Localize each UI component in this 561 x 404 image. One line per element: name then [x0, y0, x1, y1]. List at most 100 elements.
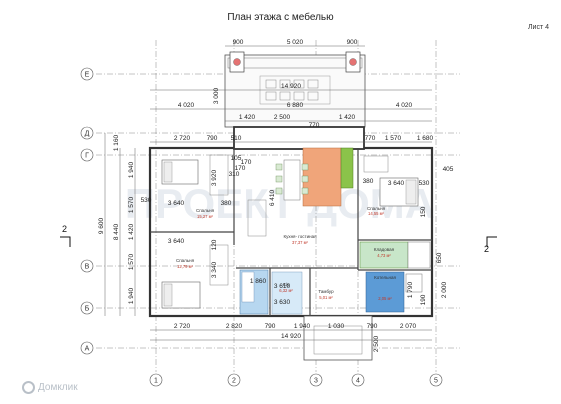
room-area-bedroom-1: 15,27 м² — [197, 214, 214, 219]
sheet-number: Лист 4 — [527, 24, 549, 31]
inner-dim: 3 640 — [168, 200, 185, 207]
inner-dim: 6 410 — [269, 189, 276, 206]
inner-dim: 650 — [436, 252, 443, 263]
inner-dim: 120 — [211, 239, 218, 250]
dim-left-1: 1 940 — [128, 161, 135, 178]
inner-dim: 310 — [229, 171, 240, 178]
inner-dim: 3 920 — [211, 169, 218, 186]
house-walls — [148, 126, 434, 318]
inner-dim: 150 — [420, 206, 427, 217]
row-label-a: А — [85, 346, 90, 353]
dim-bottom-a: 2 720 — [174, 323, 191, 330]
dim-top4-a: 1 420 — [239, 114, 256, 121]
dim-top3-b: 6 880 — [287, 102, 304, 109]
dim-top5-f: 1 680 — [417, 135, 434, 142]
logo-ring-icon — [22, 381, 35, 394]
room-name-storage: Кладовая — [374, 247, 395, 252]
boiler-room — [365, 271, 423, 313]
inner-dim: 105 — [231, 155, 242, 162]
room-name-bedroom-1: Спальня — [196, 208, 215, 213]
dim-left-b: 8 440 — [113, 223, 120, 240]
room-name-kitchen: Кухня- гостиная — [283, 234, 317, 239]
inner-dim: 3 630 — [274, 299, 291, 306]
col-label-3: 3 — [314, 378, 318, 385]
plan-title: План этажа с мебелью — [227, 12, 334, 23]
dim-top2: 14 920 — [281, 83, 301, 90]
bedroom-2 — [161, 244, 229, 309]
row-label-v: В — [85, 264, 90, 271]
dim-left-total: 9 600 — [98, 217, 105, 234]
logo-text: Домклик — [38, 382, 78, 393]
col-label-4: 4 — [356, 378, 360, 385]
dim-left-3: 1 570 — [128, 253, 135, 270]
dim-top5-e: 1 570 — [385, 135, 402, 142]
inner-dimensions: 3 640 3 920 3 640 3 340 3 610 3 630 6 41… — [141, 155, 454, 306]
entrance-porch — [303, 315, 373, 361]
section-mark-left: 2 — [62, 224, 67, 234]
bathroom — [239, 269, 303, 315]
col-label-1: 1 — [154, 378, 158, 385]
dim-top4-d: 1 420 — [339, 114, 356, 121]
bedroom-1 — [161, 154, 229, 196]
dim-top3-a: 4 020 — [178, 102, 195, 109]
dim-top5-b: 790 — [207, 135, 218, 142]
dim-bottom-f: 790 — [367, 323, 378, 330]
dim-top5-d: 770 — [365, 135, 376, 142]
inner-dim: 3 640 — [388, 180, 405, 187]
bedroom-3 — [363, 155, 419, 207]
row-label-g: Г — [85, 153, 89, 160]
room-name-bedroom-2: Спальня — [176, 258, 195, 263]
inner-dim: 1 860 — [250, 278, 267, 285]
inner-dim: 380 — [221, 200, 232, 207]
room-area-kitchen: 37,37 м² — [292, 240, 309, 245]
storage-room — [359, 241, 431, 269]
inner-dim: 530 — [419, 180, 430, 187]
room-area-bedroom-3: 14,55 м² — [368, 211, 385, 216]
room-name-vestibule: Тамбур — [318, 289, 334, 294]
room-area-bathroom: 6,32 м² — [279, 288, 293, 293]
inner-dim: 3 340 — [211, 261, 218, 278]
dim-bottom-g: 2 070 — [400, 323, 417, 330]
inner-dim: 3 640 — [168, 238, 185, 245]
dim-top3-c: 4 020 — [396, 102, 413, 109]
dim-top5-c: 510 — [231, 135, 242, 142]
row-label-d: Д — [85, 131, 90, 138]
dim-top4-b: 2 500 — [274, 114, 291, 121]
dim-left-5: 1 420 — [128, 223, 135, 240]
dim-bottom-e: 1 030 — [328, 323, 345, 330]
domclick-logo: Домклик — [22, 381, 78, 394]
inner-dim: 170 — [241, 159, 252, 166]
inner-dim: 530 — [141, 197, 152, 204]
room-name-boiler: Котельная — [374, 275, 396, 280]
dim-left-2: 1 570 — [128, 196, 135, 213]
inner-dim: 170 — [235, 165, 246, 172]
inner-dim: 380 — [363, 178, 374, 185]
dim-bottom-b: 2 820 — [226, 323, 243, 330]
row-label-b: Б — [85, 306, 90, 313]
dim-bottom-total: 14 920 — [281, 333, 301, 340]
dim-left-4: 1 940 — [128, 287, 135, 304]
kitchen-living — [247, 147, 354, 237]
room-name-bedroom-3: Спальня — [367, 206, 386, 211]
section-mark-right: 2 — [484, 244, 489, 254]
room-area-boiler: 2,05 м² — [378, 296, 392, 301]
inner-dim: 2 000 — [441, 281, 448, 298]
dim-bottom-d: 1 940 — [294, 323, 311, 330]
inner-dim: 190 — [420, 294, 427, 305]
dim-top4-c: 770 — [309, 122, 320, 129]
dim-porch-a: 2 500 — [373, 335, 380, 352]
dim-top1-c: 900 — [347, 39, 358, 46]
dim-top1-b: 5 020 — [287, 39, 304, 46]
room-name-bathroom: С/у — [283, 282, 291, 287]
row-label-e: Е — [85, 72, 90, 79]
col-label-5: 5 — [434, 378, 438, 385]
dim-top5-a: 2 720 — [174, 135, 191, 142]
room-area-storage: 4,73 м² — [377, 253, 391, 258]
room-area-bedroom-2: 12,79 м² — [177, 264, 194, 269]
col-label-2: 2 — [232, 378, 236, 385]
dim-porch-b: 3 000 — [213, 87, 220, 104]
room-area-vestibule: 5,01 м² — [319, 295, 333, 300]
terrace — [224, 51, 366, 128]
dim-top1-a: 900 — [233, 39, 244, 46]
